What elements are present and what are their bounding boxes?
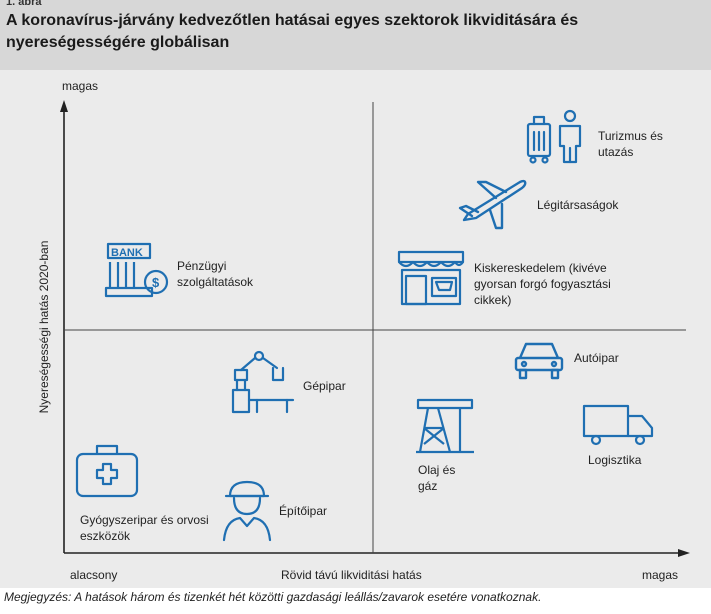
sector-label-retail: Kiskereskedelem (kivéve gyorsan forgó fo… (474, 261, 611, 307)
svg-text:$: $ (152, 275, 160, 290)
sector-label-automotive: Autóipar (574, 351, 619, 365)
sector-label-pharma: Gyógyszeripar és orvosi eszközök (80, 513, 209, 543)
figure-title: A koronavírus-járvány kedvezőtlen hatása… (6, 12, 579, 51)
figure-note: Megjegyzés: A hatások három és tizenkét … (4, 590, 542, 604)
oil-pump-icon (416, 398, 474, 454)
construction-worker-icon (222, 480, 272, 542)
sector-label-tourism: Turizmus és utazás (598, 129, 663, 159)
medical-kit-icon (75, 444, 139, 498)
truck-icon (582, 404, 654, 446)
luggage-traveler-icon (526, 109, 582, 164)
airplane-icon (458, 179, 527, 230)
figure-kicker: 1. ábra (6, 0, 42, 8)
sector-label-oilgas: Olaj és gáz (418, 463, 456, 493)
y-axis-label: Nyereségességi hatás 2020-ban (37, 240, 51, 414)
sector-label-machinery: Gépipar (303, 379, 346, 393)
x-axis-arrow (678, 549, 690, 557)
y-axis-arrow (60, 100, 68, 112)
figure-header: 1. ábra A koronavírus-járvány kedvezőtle… (0, 0, 711, 70)
y-axis-high-label: magas (62, 79, 99, 93)
sector-label-construction: Építőipar (279, 504, 328, 518)
bank-icon: BANK $ (104, 242, 169, 298)
sector-label-finance: Pénzügyi szolgáltatások (177, 259, 254, 289)
robot-arm-icon (231, 350, 295, 414)
sector-label-logistics: Logisztika (588, 453, 642, 467)
bank-icon-text: BANK (111, 247, 143, 259)
storefront-icon (397, 250, 465, 306)
x-axis-label: Rövid távú likviditási hatás (281, 568, 422, 582)
x-axis-high-label: magas (642, 568, 679, 582)
sector-label-airlines: Légitársaságok (537, 198, 619, 212)
car-icon (514, 342, 564, 380)
diagram-panel (0, 70, 711, 588)
x-axis-low-label: alacsony (70, 568, 118, 582)
